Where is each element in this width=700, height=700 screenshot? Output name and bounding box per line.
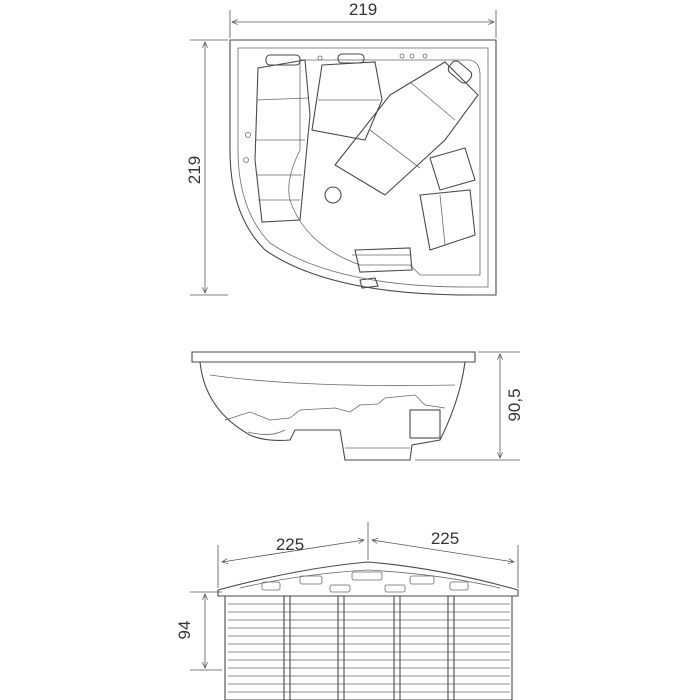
dim-front-height: 94: [175, 621, 194, 640]
middle-seat: [311, 53, 383, 141]
front-view-rim: [217, 561, 519, 597]
dim-front-right: 225: [431, 529, 459, 548]
top-view-outline: [229, 39, 497, 296]
top-view-inner-rim: [237, 47, 489, 288]
side-view-shell: [199, 361, 466, 461]
dim-top-width: 219: [349, 0, 377, 19]
front-view-slats: [228, 603, 510, 693]
basin-outline: [288, 59, 481, 276]
lounger-headrest: [447, 60, 473, 84]
drain: [324, 186, 342, 204]
side-view-seat-profile: [224, 394, 446, 421]
side-view-step: [409, 409, 441, 439]
dim-front-left: 225: [276, 535, 304, 554]
dim-side-height: 90,5: [505, 388, 524, 421]
front-view: 225 225 94: [175, 522, 519, 700]
side-view: 90,5: [191, 351, 524, 461]
top-view: 219 219: [185, 0, 497, 296]
front-view-skirt: [224, 595, 513, 700]
front-view-seats: [261, 571, 469, 593]
left-headrest: [265, 54, 301, 66]
jets: [243, 53, 428, 163]
middle-headrest: [337, 53, 365, 64]
lounger-seat: [334, 60, 479, 196]
front-view-posts: [283, 595, 455, 700]
right-seats: [419, 147, 476, 251]
side-view-rim: [191, 351, 476, 363]
footwell: [352, 247, 413, 289]
dim-top-depth: 219: [185, 156, 204, 184]
left-seat: [254, 54, 311, 223]
